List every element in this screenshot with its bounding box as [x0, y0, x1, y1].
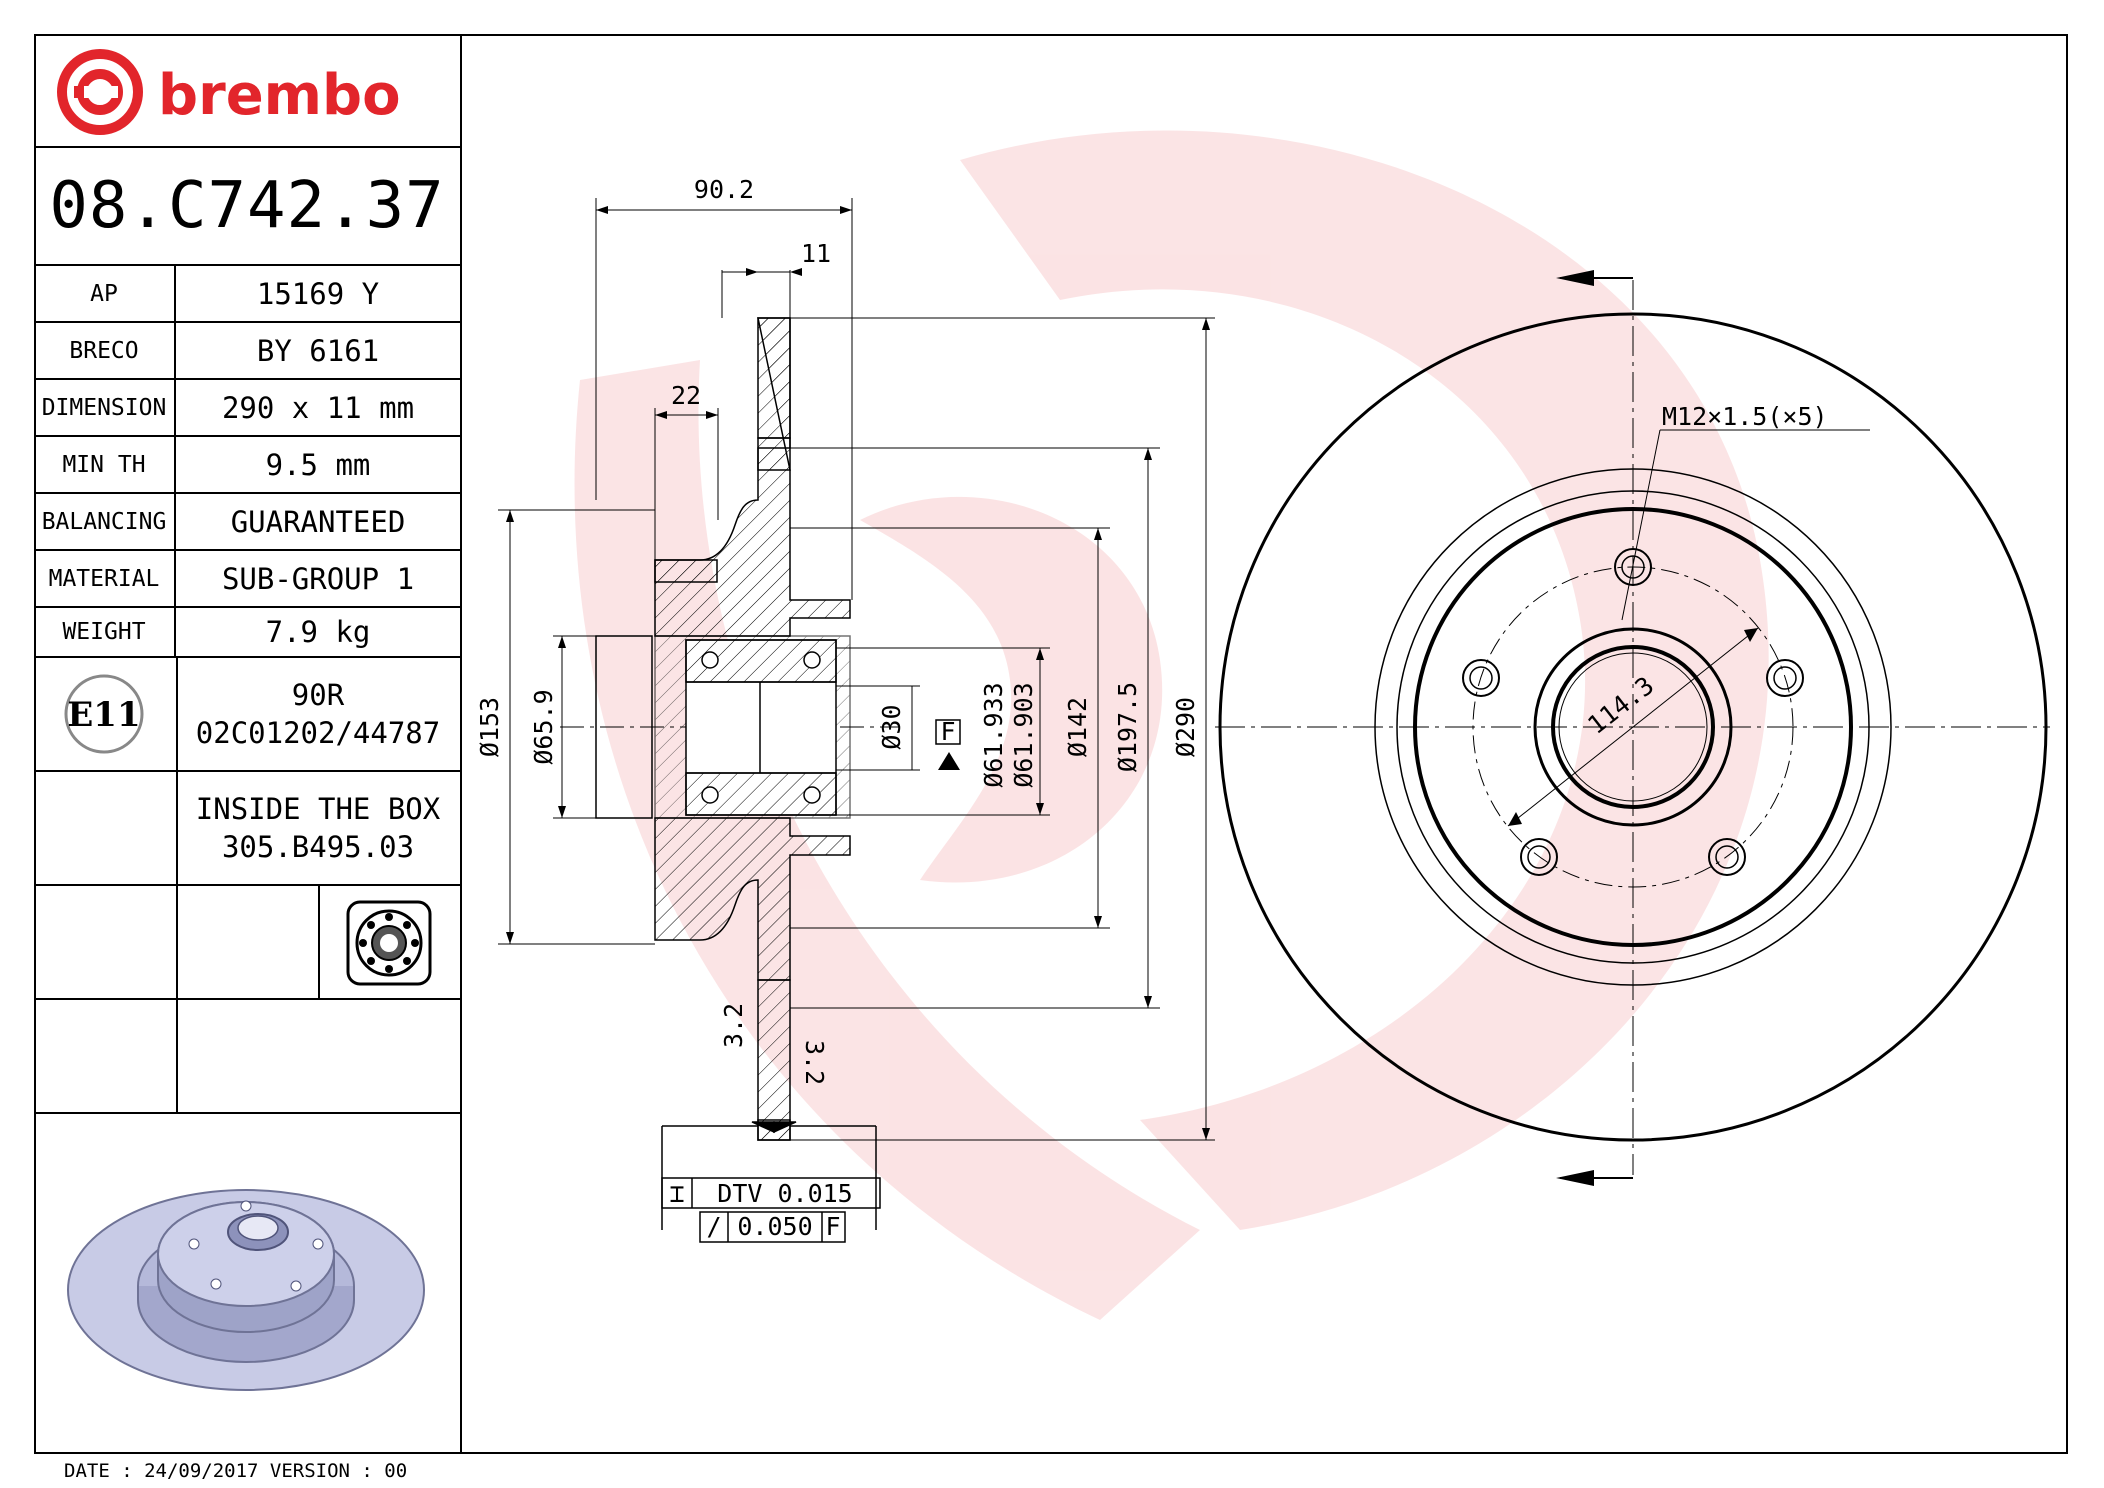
dtv-tolerance: DTV 0.015 — [717, 1179, 852, 1208]
dim-thread: M12×1.5(×5) — [1662, 402, 1828, 431]
spec-key: MATERIAL — [34, 551, 176, 606]
e11-badge-icon: E11 — [64, 674, 144, 754]
spec-row-min-th: MIN TH 9.5 mm — [34, 437, 460, 494]
certification-row: E11 90R 02C01202/44787 — [34, 658, 460, 772]
dim-d30: Ø30 — [877, 704, 906, 749]
bearing-icon — [346, 900, 432, 986]
logo-cell: brembo — [34, 34, 460, 148]
datum-label: F — [940, 717, 955, 746]
dim-d197-5: Ø197.5 — [1113, 682, 1142, 772]
dim-d142: Ø142 — [1063, 697, 1092, 757]
front-view — [1215, 277, 2050, 1179]
part-number-cell: 08.C742.37 — [34, 148, 460, 266]
dim-d65-9: Ø65.9 — [529, 689, 558, 764]
spec-value: 290 x 11 mm — [221, 390, 415, 425]
spec-key: DIMENSION — [34, 380, 176, 435]
e11-badge-text: E11 — [67, 695, 140, 735]
spec-row-breco: BRECO BY 6161 — [34, 323, 460, 380]
spec-value: BY 6161 — [256, 333, 380, 368]
spec-row-ap: AP 15169 Y — [34, 266, 460, 323]
spec-row-balancing: BALANCING GUARANTEED — [34, 494, 460, 551]
dim-d61-933: Ø61.933 — [979, 682, 1008, 787]
spec-key: MIN TH — [34, 437, 176, 492]
disc-render-icon — [67, 1189, 425, 1391]
spec-value: GUARANTEED — [230, 504, 406, 539]
dim-hub-offset: 22 — [671, 381, 701, 410]
section-arrow-icon — [1556, 270, 1594, 286]
dim-disc-thickness: 11 — [801, 239, 831, 268]
spec-row-dimension: DIMENSION 290 x 11 mm — [34, 380, 460, 437]
inside-box-label: INSIDE THE BOX — [195, 792, 441, 826]
cert-line-1: 90R — [291, 678, 345, 712]
inside-box-row: INSIDE THE BOX 305.B495.03 — [34, 772, 460, 886]
brand-name: brembo — [158, 63, 401, 128]
title-block: brembo 08.C742.37 AP 15169 Y BRECO BY 61… — [34, 34, 462, 1454]
drawing-frame — [34, 34, 2068, 1454]
spec-value: 15169 Y — [256, 276, 380, 311]
dim-d61-903: Ø61.903 — [1009, 682, 1038, 787]
spec-key: WEIGHT — [34, 608, 176, 656]
tolerance-frames — [661, 1125, 881, 1243]
spec-key: AP — [34, 266, 176, 321]
bearing-icon-row — [34, 886, 460, 1000]
spec-value: 9.5 mm — [265, 447, 371, 482]
spec-value: 7.9 kg — [265, 615, 371, 649]
hub-flange-top — [654, 437, 851, 637]
dimension-arrows — [506, 206, 1210, 1140]
spec-value: SUB-GROUP 1 — [221, 561, 415, 596]
dim-d290: Ø290 — [1171, 697, 1200, 757]
dim-d153: Ø153 — [475, 697, 504, 757]
footer-date-version: DATE : 24/09/2017 VERSION : 00 — [64, 1460, 408, 1482]
hub-flange-bottom — [654, 817, 851, 981]
bolt-holes — [1462, 548, 1804, 876]
spec-row-weight: WEIGHT 7.9 kg — [34, 608, 460, 658]
runout-tolerance: 0.050 — [737, 1212, 812, 1241]
surface-finish-1: 3.2 — [719, 1003, 748, 1048]
runout-datum: F — [825, 1212, 840, 1241]
inside-box-code: 305.B495.03 — [221, 830, 415, 864]
section-view — [498, 198, 1215, 1141]
flatness-symbol: ⌶ — [669, 1179, 684, 1208]
cert-line-2: 02C01202/44787 — [195, 716, 441, 750]
brembo-logo-icon: brembo — [57, 49, 401, 135]
spec-row-material: MATERIAL SUB-GROUP 1 — [34, 551, 460, 608]
section-arrow-icon — [1556, 1170, 1594, 1186]
spec-key: BRECO — [34, 323, 176, 378]
dim-width-total: 90.2 — [694, 175, 754, 204]
datum-box — [935, 719, 961, 745]
empty-row — [34, 1000, 460, 1114]
surface-finish-2: 3.2 — [800, 1040, 829, 1085]
spec-key: BALANCING — [34, 494, 176, 549]
runout-symbol: / — [706, 1212, 721, 1241]
part-number: 08.C742.37 — [49, 169, 445, 243]
